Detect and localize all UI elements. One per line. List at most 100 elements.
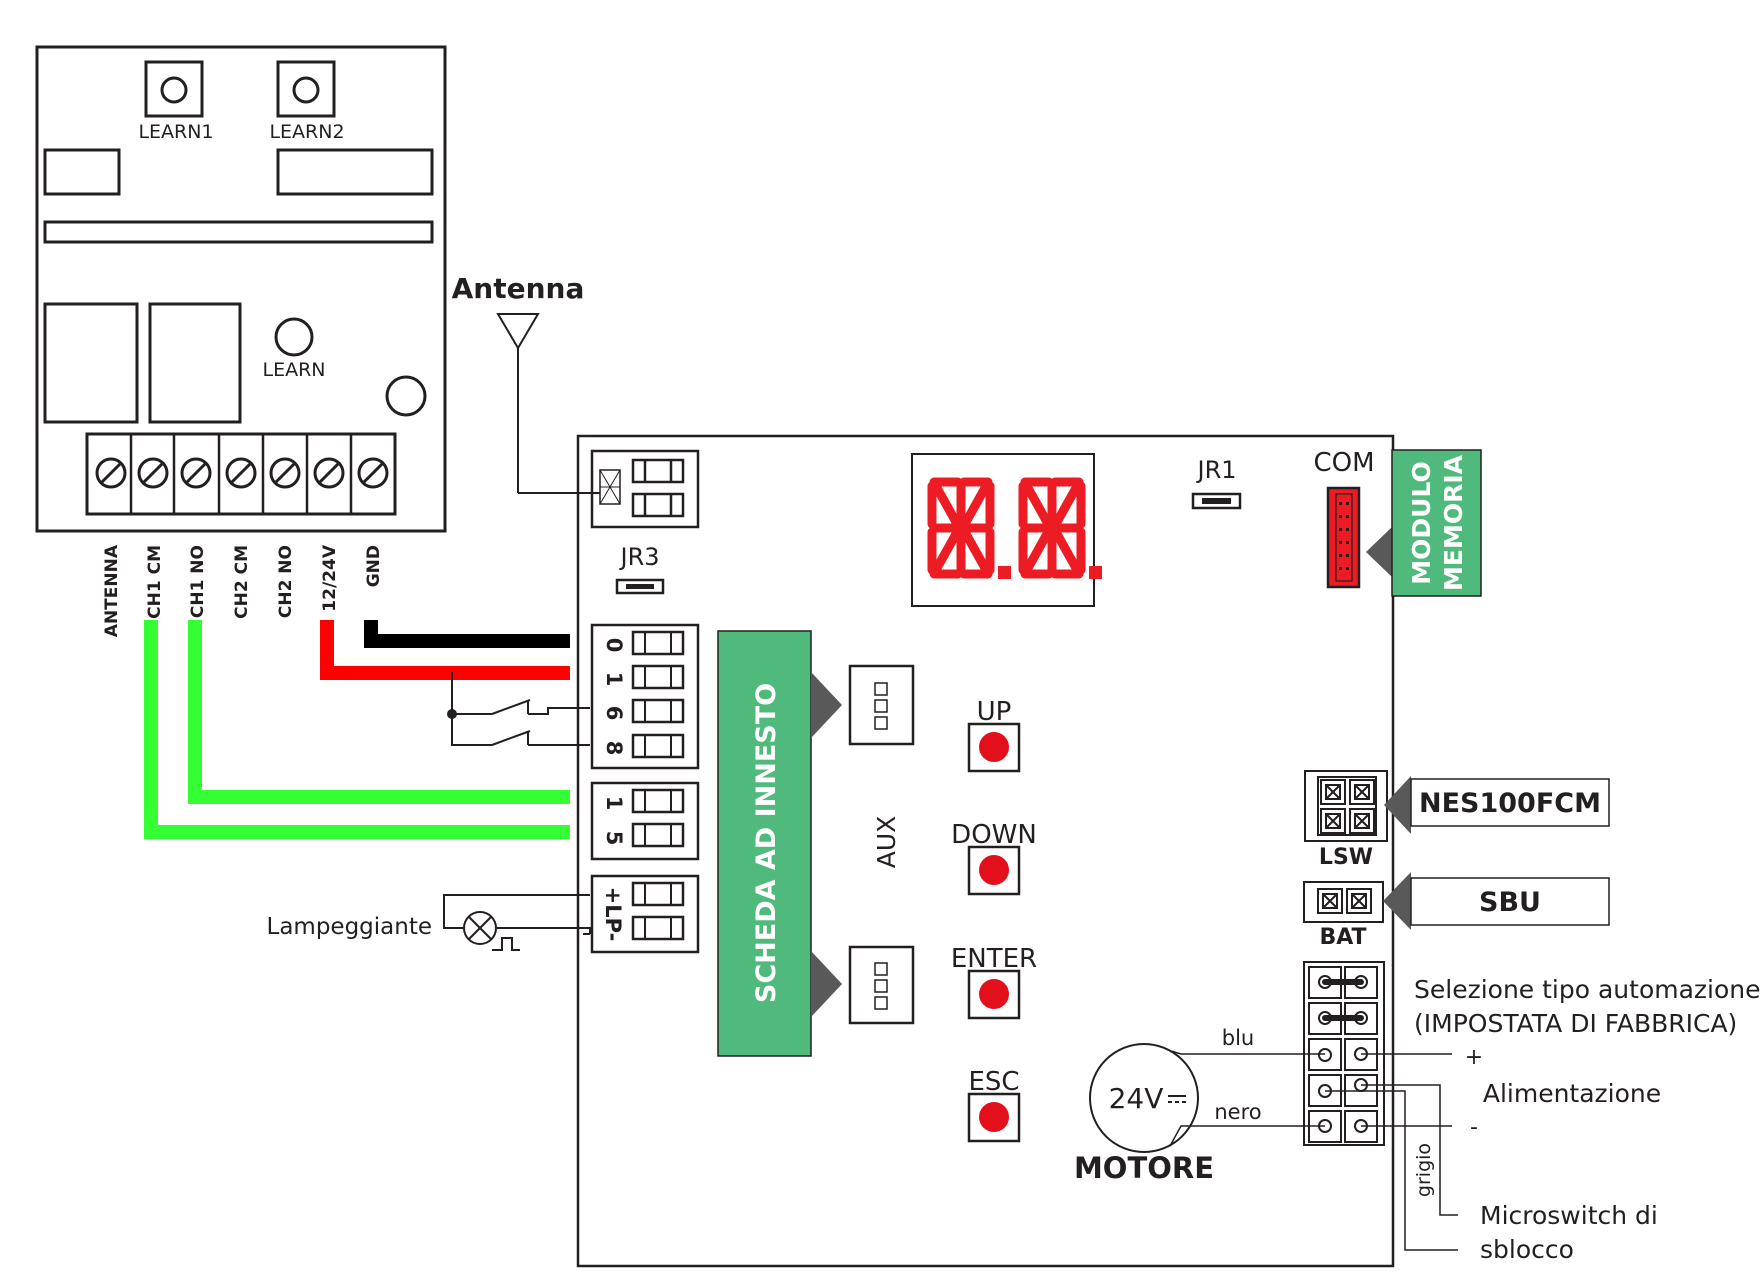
terminal-label-ch1-no: CH1 NO bbox=[188, 545, 208, 618]
terminal-cell bbox=[631, 664, 685, 690]
terminal-cell bbox=[631, 788, 685, 814]
power-wires bbox=[1325, 1053, 1458, 1251]
terminal-label-ch1-cm: CH1 CM bbox=[145, 545, 165, 619]
lamp-icon bbox=[443, 894, 591, 951]
red-wire bbox=[320, 620, 570, 680]
bat-connector bbox=[1303, 881, 1384, 923]
terminal-cells bbox=[631, 630, 685, 941]
terminal-number: 1 bbox=[602, 796, 626, 811]
com-pin bbox=[1339, 541, 1342, 544]
display-digit bbox=[1018, 477, 1102, 579]
screw-terminal-icon bbox=[225, 457, 257, 489]
antenna-label: Antenna bbox=[452, 272, 585, 305]
arrow-icon bbox=[1366, 527, 1392, 577]
memory-module-label-1: MODULO bbox=[1407, 461, 1436, 584]
microswitch-label-1: Microswitch di bbox=[1480, 1201, 1658, 1230]
segment-display bbox=[911, 453, 1095, 607]
button-down[interactable]: DOWN bbox=[951, 820, 1037, 896]
com-pin bbox=[1346, 502, 1349, 505]
screw-terminal-icon bbox=[137, 457, 169, 489]
button-cap[interactable] bbox=[979, 1102, 1009, 1132]
button-esc[interactable]: ESC bbox=[967, 1067, 1021, 1143]
learn-label: LEARN bbox=[262, 359, 325, 381]
aux-label: AUX bbox=[872, 816, 901, 869]
memory-module-label-2: MEMORIA bbox=[1439, 454, 1468, 591]
dc-symbol-icon bbox=[1168, 1095, 1186, 1103]
button-label: ENTER bbox=[951, 944, 1037, 974]
com-pin bbox=[1346, 541, 1349, 544]
terminal-cell bbox=[631, 915, 685, 941]
grigio-label: grigio bbox=[1413, 1143, 1435, 1197]
receiver-module bbox=[35, 45, 447, 533]
learn1-label: LEARN1 bbox=[138, 121, 213, 143]
screw-terminal-icon bbox=[313, 457, 345, 489]
decimal-point bbox=[1089, 566, 1102, 579]
aux-connectors bbox=[848, 664, 915, 1025]
flasher-terminal-label: +LP- bbox=[601, 887, 625, 942]
button-up[interactable]: UP bbox=[967, 697, 1021, 773]
lsw-label: LSW bbox=[1319, 845, 1373, 870]
control-buttons: UP DOWN ENTER ESC bbox=[951, 697, 1037, 1143]
screw-terminal-icon bbox=[357, 457, 389, 489]
plus-label: + bbox=[1465, 1045, 1483, 1070]
button-cap[interactable] bbox=[979, 855, 1009, 885]
learn2-label: LEARN2 bbox=[269, 121, 344, 143]
terminal-number: 8 bbox=[602, 741, 626, 756]
screw-terminal-icon bbox=[180, 457, 212, 489]
terminal-numbers: 0 1 6 8 1 5 +LP- bbox=[601, 638, 626, 942]
terminal-label-12-24v: 12/24V bbox=[320, 544, 340, 612]
microswitch-label-2: sblocco bbox=[1480, 1235, 1574, 1264]
terminal-number: 0 bbox=[602, 638, 626, 653]
com-pin bbox=[1346, 567, 1349, 570]
com-pins bbox=[1339, 502, 1349, 570]
com-pin bbox=[1346, 528, 1349, 531]
screw-terminal-icon bbox=[95, 457, 127, 489]
lsw-connector bbox=[1304, 770, 1388, 842]
button-label: UP bbox=[977, 697, 1012, 727]
terminal-cell bbox=[631, 630, 685, 656]
motor-voltage-label: 24V bbox=[1109, 1082, 1164, 1115]
factory-jumpers bbox=[1322, 979, 1364, 1021]
pushbutton-contacts bbox=[447, 672, 590, 746]
power-label: Alimentazione bbox=[1483, 1079, 1661, 1108]
main-board bbox=[576, 434, 1395, 1268]
terminal-cell bbox=[631, 733, 685, 759]
green-wires bbox=[144, 620, 570, 839]
bat-module-box bbox=[1410, 877, 1610, 926]
automation-select-label-1: Selezione tipo automazione bbox=[1414, 975, 1760, 1004]
terminal-cell bbox=[631, 698, 685, 724]
motor-symbol bbox=[1089, 1043, 1199, 1153]
com-label: COM bbox=[1313, 448, 1374, 478]
decimal-point bbox=[998, 566, 1011, 579]
antenna-terminal-block bbox=[590, 449, 700, 529]
receiver-terminal-block bbox=[95, 434, 389, 514]
terminal-cell bbox=[631, 881, 685, 907]
plugin-board bbox=[717, 630, 812, 1057]
button-label: ESC bbox=[968, 1067, 1019, 1097]
black-wire bbox=[364, 620, 570, 648]
jr3-jumper bbox=[615, 578, 665, 595]
com-connector bbox=[1326, 486, 1361, 589]
arrow-icon bbox=[811, 951, 842, 1017]
button-label: DOWN bbox=[951, 820, 1037, 850]
lsw-module-box bbox=[1410, 778, 1610, 827]
bat-module-label: SBU bbox=[1479, 887, 1541, 918]
arrow-icon bbox=[1383, 872, 1411, 930]
button-cap[interactable] bbox=[979, 979, 1009, 1009]
terminal-label-ch2-cm: CH2 CM bbox=[232, 545, 252, 619]
terminal-label-gnd: GND bbox=[364, 545, 384, 587]
blu-label: blu bbox=[1222, 1026, 1254, 1050]
terminal-label-antenna: ANTENNA bbox=[102, 544, 122, 637]
flasher-label: Lampeggiante bbox=[267, 914, 433, 940]
minus-label: - bbox=[1470, 1115, 1478, 1140]
com-pin bbox=[1339, 515, 1342, 518]
button-enter[interactable]: ENTER bbox=[951, 944, 1037, 1020]
com-pin bbox=[1339, 528, 1342, 531]
terminal-number: 5 bbox=[602, 831, 626, 846]
terminal-block-inputs bbox=[590, 623, 700, 954]
com-pin bbox=[1339, 502, 1342, 505]
button-cap[interactable] bbox=[979, 732, 1009, 762]
com-pin bbox=[1339, 554, 1342, 557]
com-pin bbox=[1339, 567, 1342, 570]
